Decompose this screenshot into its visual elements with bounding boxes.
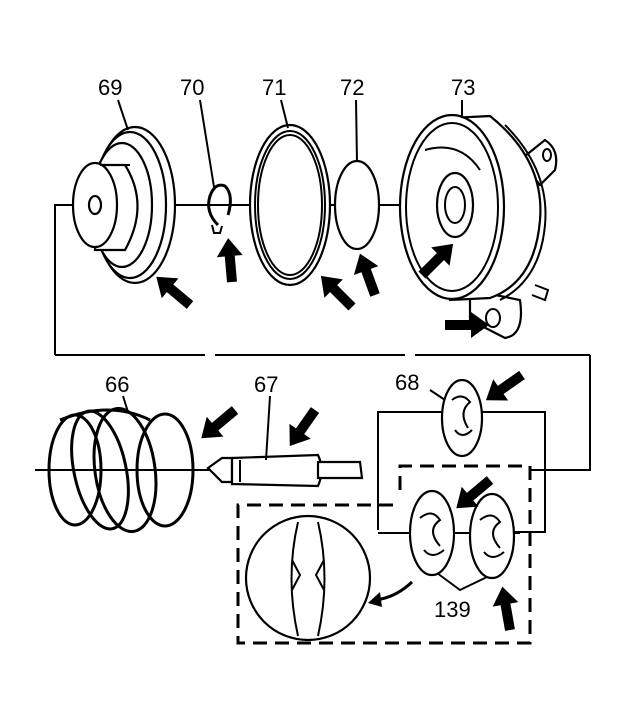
arrow-icon xyxy=(201,406,239,439)
label-69: 69 xyxy=(98,75,122,100)
label-139: 139 xyxy=(434,597,471,622)
label-71: 71 xyxy=(262,75,286,100)
label-70: 70 xyxy=(180,75,204,100)
arrow-icon xyxy=(320,275,356,311)
part-68-valve xyxy=(377,378,546,533)
arrow-icon xyxy=(216,238,243,283)
arrow-icon xyxy=(456,476,494,509)
leader-lines xyxy=(117,99,463,461)
part-69-piston xyxy=(71,125,177,285)
label-67: 67 xyxy=(254,372,278,397)
label-66: 66 xyxy=(105,372,129,397)
arrow-icon xyxy=(353,253,380,297)
arrow-icon xyxy=(492,586,519,631)
pointer-arrows xyxy=(156,238,525,631)
part-70-snap-ring xyxy=(207,183,232,234)
part-67-pin xyxy=(206,453,364,488)
label-72: 72 xyxy=(340,75,364,100)
part-labels: 69 70 71 72 73 66 67 68 139 xyxy=(98,75,475,622)
arrow-icon xyxy=(445,312,489,338)
arrow-icon xyxy=(289,407,320,447)
part-71-seal-ring xyxy=(248,123,332,287)
arrow-icon xyxy=(418,243,454,279)
part-66-spring xyxy=(35,406,230,534)
part-72-o-ring xyxy=(333,159,381,251)
arrow-icon xyxy=(156,276,194,309)
label-68: 68 xyxy=(395,370,419,395)
part-73-housing xyxy=(398,113,558,340)
upper-centerline xyxy=(54,204,591,471)
part-139-group xyxy=(236,464,532,645)
arrow-icon xyxy=(485,370,525,401)
label-73: 73 xyxy=(451,75,475,100)
